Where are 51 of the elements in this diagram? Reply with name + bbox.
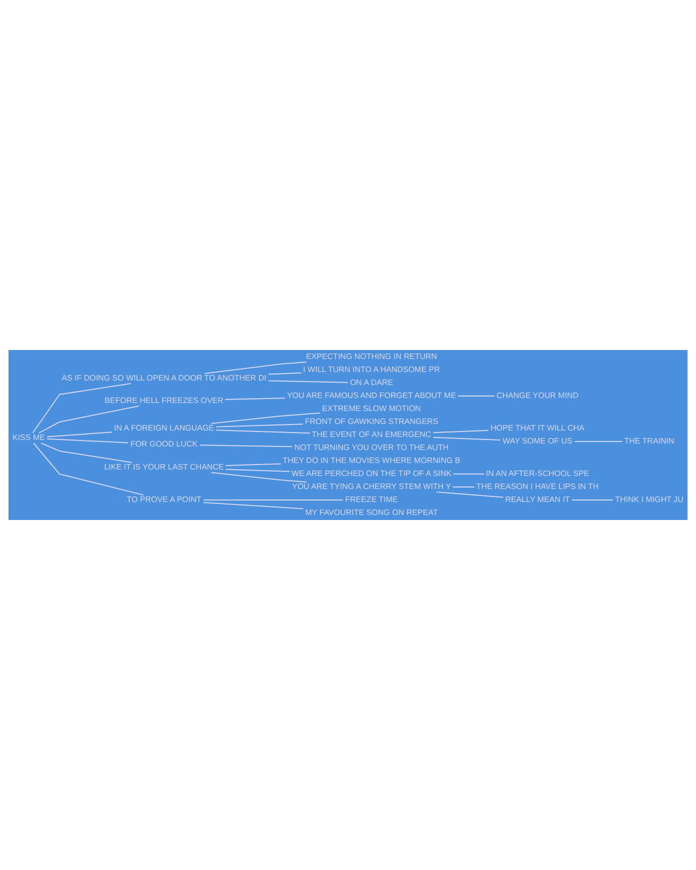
node-text: HOPE THAT IT WILL CHA	[490, 423, 584, 432]
node-text: BEFORE HELL FREEZES OVER	[104, 396, 224, 405]
node-text: THE TRAININ	[624, 436, 674, 446]
connector	[46, 432, 112, 438]
connector	[268, 372, 302, 375]
connector	[225, 463, 282, 466]
node-text: MY FAVOURITE SONG ON REPEAT	[305, 508, 438, 517]
node-text: EXPECTING NOTHING IN RETURN	[306, 352, 438, 361]
node-text: REALLY MEAN IT	[505, 494, 570, 504]
node-text: WE ARE PERCHED ON THE TIP OF A SINK	[291, 468, 452, 478]
node-text: THEY DO IN THE MOVIES WHERE MORNING B	[282, 456, 460, 465]
node-text: KISS ME	[12, 432, 45, 442]
connector	[432, 430, 489, 434]
connector	[574, 441, 623, 442]
connector	[432, 436, 501, 441]
node-text: CHANGE YOUR MIND	[496, 390, 579, 400]
node-text: FOR GOOD LUCK	[130, 439, 198, 448]
node-text: THE REASON I HAVE LIPS IN TH	[476, 482, 599, 491]
connector	[32, 442, 144, 496]
node-text: WAY SOME OF US	[502, 436, 572, 446]
connector	[38, 406, 140, 434]
connector	[32, 383, 132, 434]
node-text: IN A FOREIGN LANGUAGE	[114, 423, 214, 432]
node-text: YOU ARE FAMOUS AND FORGET ABOUT ME	[286, 390, 456, 400]
node-text: FREEZE TIME	[345, 494, 398, 504]
connector	[210, 412, 320, 424]
connector	[452, 486, 475, 488]
node-text: EXTREME SLOW MOTION	[322, 404, 421, 413]
node-text: YOU ARE TYING A CHERRY STEM WITH Y	[292, 482, 451, 491]
connector	[216, 430, 310, 434]
connector	[204, 362, 308, 374]
node-text: I WILL TURN INTO A HANDSOME PR	[303, 364, 440, 374]
connector	[210, 472, 308, 482]
connector	[40, 442, 132, 463]
connector	[224, 398, 286, 400]
connector	[199, 444, 293, 448]
connector	[46, 438, 129, 444]
node-text: FRONT OF GAWKING STRANGERS	[304, 416, 438, 426]
node-text: THINK I MIGHT JU	[615, 494, 684, 504]
connector	[436, 492, 504, 498]
node-text: NOT TURNING YOU OVER TO THE AUTH	[294, 442, 449, 452]
node-text: THE EVENT OF AN EMERGENC	[312, 430, 432, 439]
node-text: TO PROVE A POINT	[126, 494, 202, 504]
node-text: AS IF DOING SO WILL OPEN A DOOR TO ANOTHER DI	[62, 373, 266, 382]
connector	[216, 424, 304, 428]
node-text: LIKE IT IS YOUR LAST CHANCE	[104, 462, 224, 472]
connector	[225, 468, 290, 472]
connector	[268, 380, 348, 383]
node-text: IN AN AFTER-SCHOOL SPE	[486, 468, 590, 478]
node-text: ON A DARE	[350, 378, 394, 387]
connector	[203, 502, 304, 510]
